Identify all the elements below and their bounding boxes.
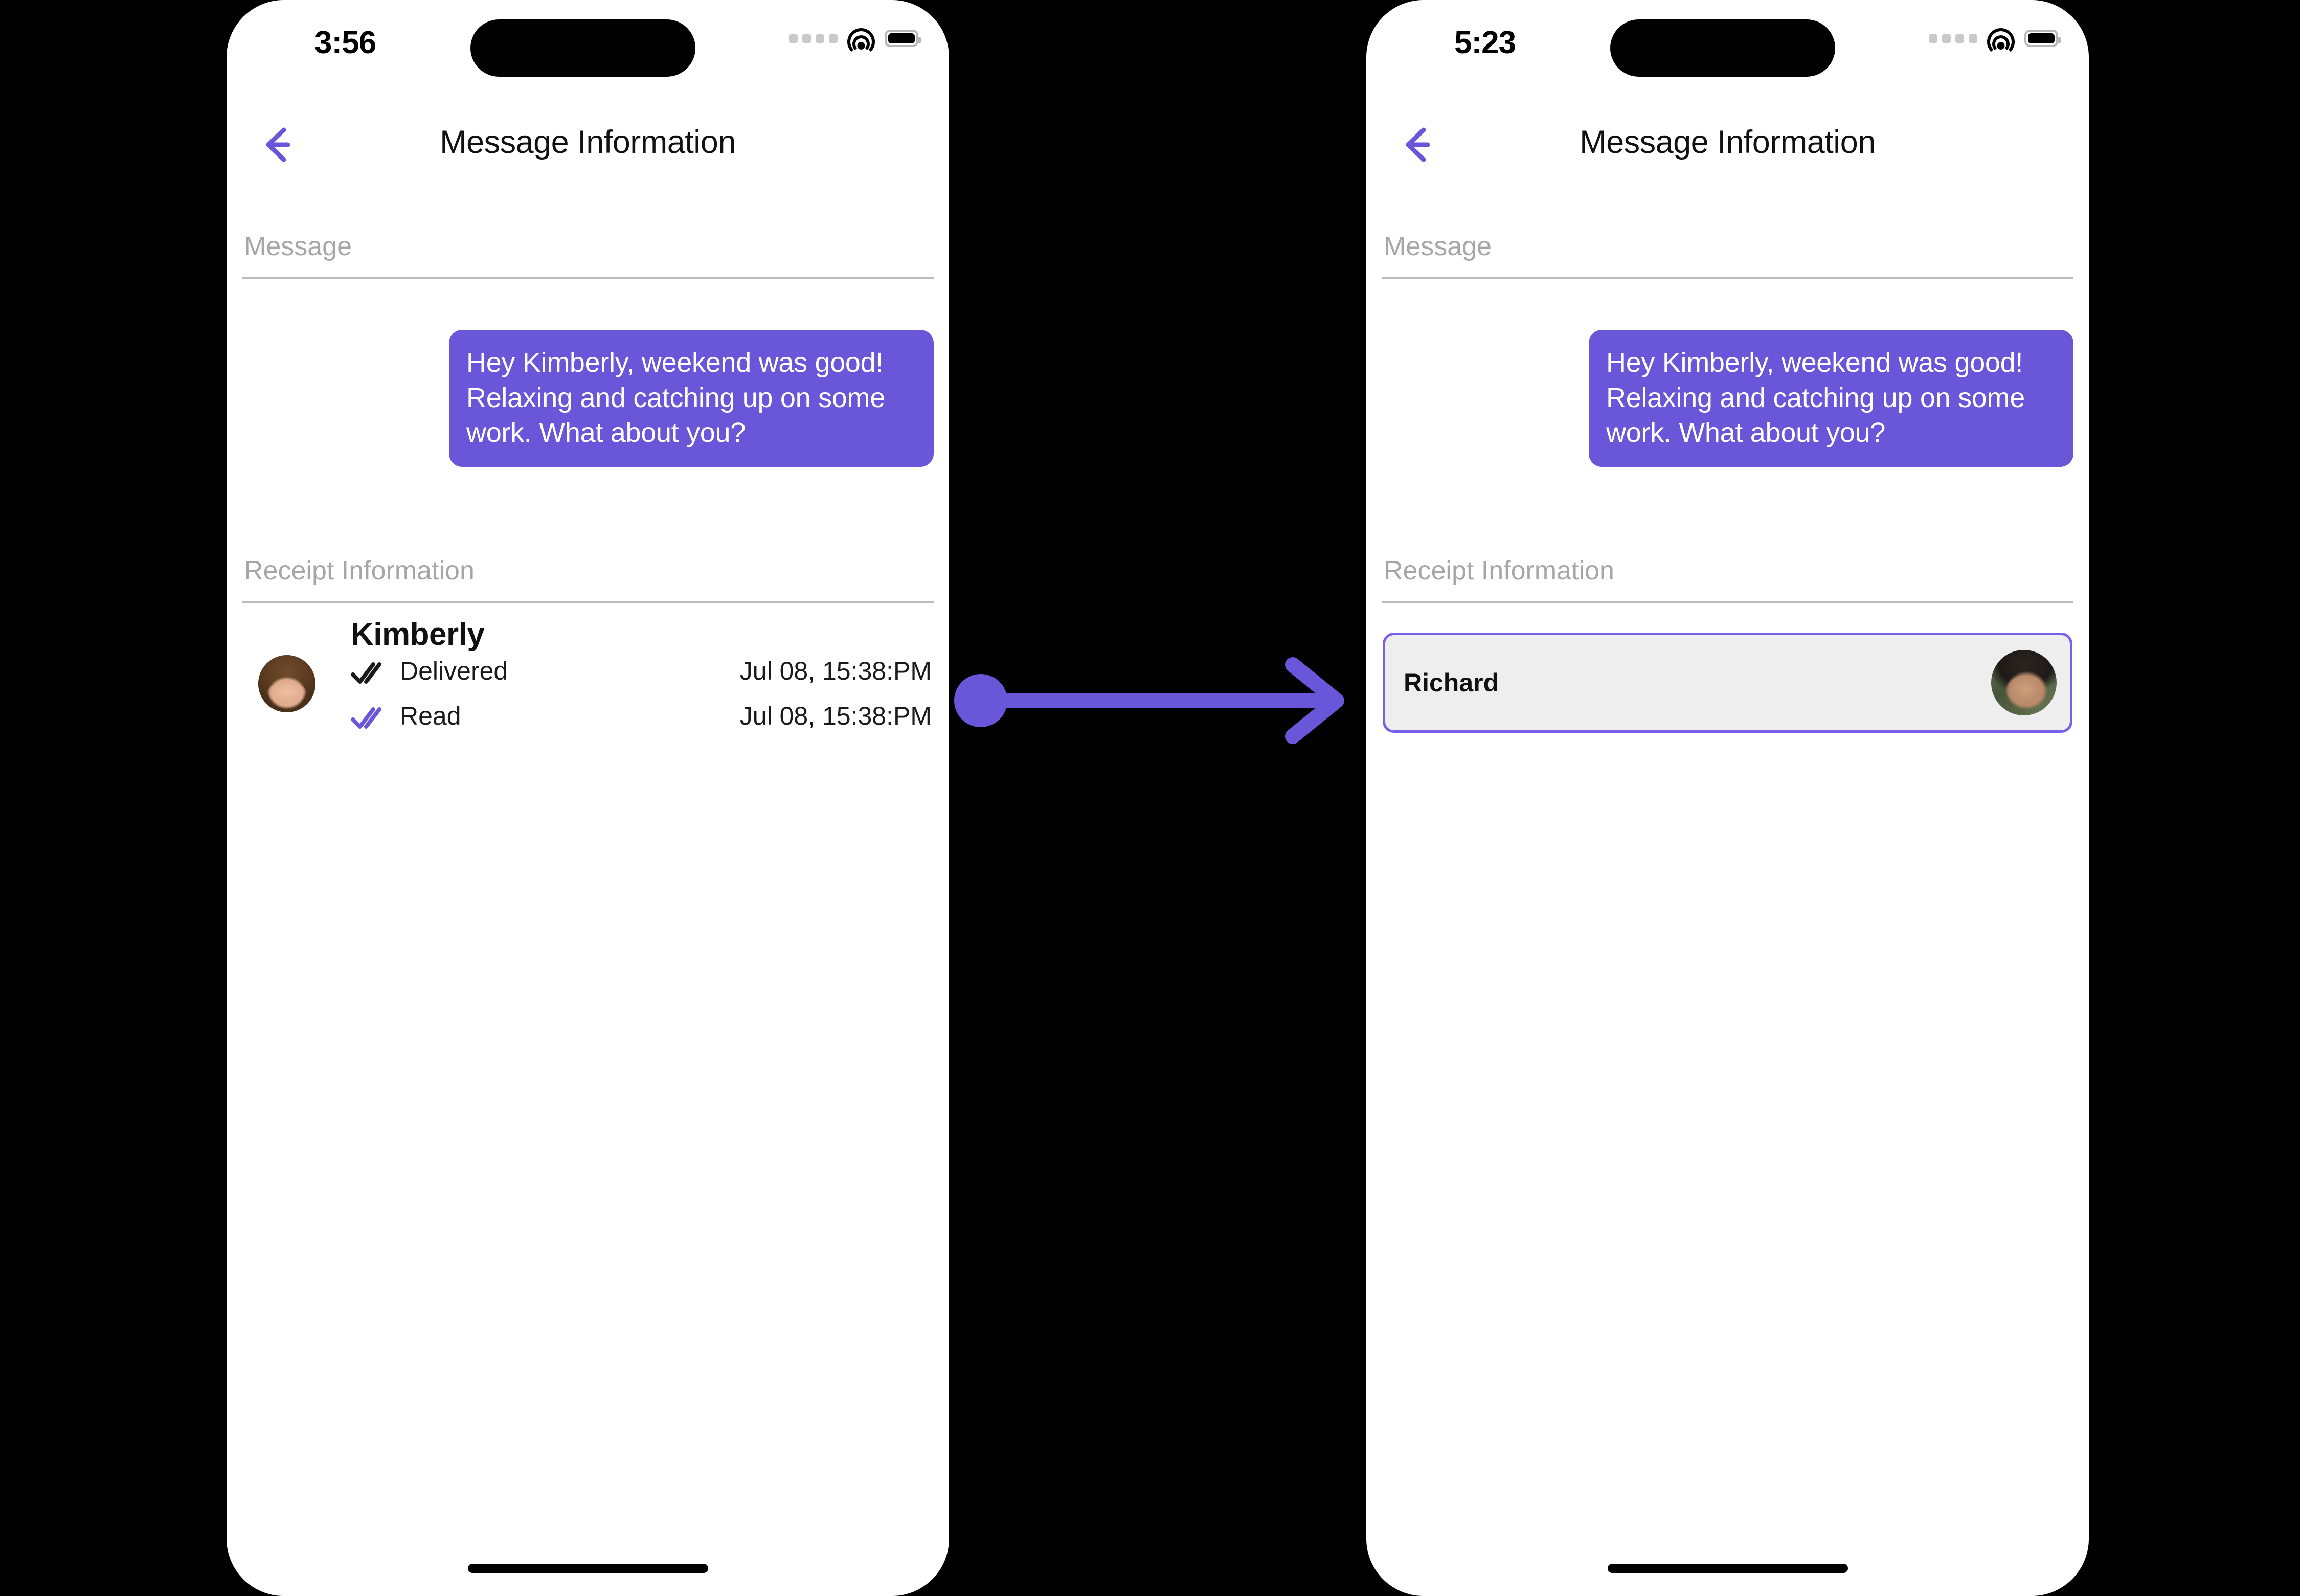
battery-full-icon bbox=[885, 30, 921, 47]
message-section-label: Message bbox=[1384, 232, 1492, 261]
double-check-icon bbox=[351, 659, 388, 686]
receipt-timestamp: Jul 08, 15:38:PM bbox=[739, 657, 932, 685]
dynamic-island bbox=[1610, 19, 1835, 77]
divider bbox=[242, 277, 934, 279]
wifi-icon bbox=[847, 28, 875, 56]
message-section-header: Message bbox=[1382, 231, 2073, 279]
receipt-status: Delivered bbox=[400, 657, 508, 685]
contact-name: Kimberly bbox=[351, 617, 485, 652]
receipt-status: Read bbox=[400, 702, 461, 730]
wifi-icon bbox=[1987, 28, 2015, 56]
status-bar-icons bbox=[789, 28, 921, 56]
message-bubble[interactable]: Hey Kimberly, weekend was good! Relaxing… bbox=[1589, 330, 2073, 467]
contact-name: Richard bbox=[1404, 668, 1499, 697]
kimberly-avatar bbox=[258, 655, 315, 712]
nav-bar: Message Information bbox=[1366, 119, 2089, 175]
message-bubble-row: Hey Kimberly, weekend was good! Relaxing… bbox=[1382, 330, 2073, 467]
receipt-list: Kimberly Delivered Jul 08, 15:38:PM bbox=[242, 616, 934, 800]
receipt-section-header: Receipt Information bbox=[242, 555, 934, 603]
receipt-section-label: Receipt Information bbox=[1384, 556, 1614, 586]
phone-screen-left: 3:56 Message Information Message bbox=[227, 0, 949, 1596]
home-indicator bbox=[1607, 1564, 1848, 1573]
message-bubble-row: Hey Kimberly, weekend was good! Relaxing… bbox=[242, 330, 934, 467]
receipt-row-read: Read Jul 08, 15:38:PM bbox=[351, 701, 934, 746]
receipt-timestamp: Jul 08, 15:38:PM bbox=[739, 702, 932, 730]
home-indicator bbox=[467, 1564, 708, 1573]
message-section-label: Message bbox=[244, 232, 352, 261]
cellular-dots-icon bbox=[789, 34, 838, 43]
back-arrow-icon[interactable] bbox=[1397, 122, 1443, 168]
message-section-header: Message bbox=[242, 231, 934, 279]
richard-avatar bbox=[1991, 650, 2057, 715]
back-arrow-icon[interactable] bbox=[257, 122, 303, 168]
status-bar-time: 5:23 bbox=[1454, 25, 1516, 60]
double-check-icon bbox=[351, 704, 388, 731]
divider bbox=[242, 601, 934, 603]
flow-arrow-icon bbox=[949, 649, 1368, 752]
nav-bar: Message Information bbox=[227, 119, 949, 175]
dynamic-island bbox=[470, 19, 695, 77]
contact-card-richard[interactable]: Richard bbox=[1383, 633, 2072, 733]
status-bar-icons bbox=[1929, 28, 2061, 56]
page-title: Message Information bbox=[440, 124, 736, 160]
message-bubble[interactable]: Hey Kimberly, weekend was good! Relaxing… bbox=[449, 330, 934, 467]
page-title: Message Information bbox=[1580, 124, 1876, 160]
receipt-rows: Delivered Jul 08, 15:38:PM Read Jul 08, … bbox=[351, 656, 934, 746]
status-bar: 3:56 bbox=[227, 0, 949, 77]
receipt-section-header: Receipt Information bbox=[1382, 555, 2073, 603]
status-bar-time: 3:56 bbox=[314, 25, 376, 60]
receipt-row-delivered: Delivered Jul 08, 15:38:PM bbox=[351, 656, 934, 701]
status-bar: 5:23 bbox=[1366, 0, 2089, 77]
divider bbox=[1382, 601, 2073, 603]
divider bbox=[1382, 277, 2073, 279]
phone-screen-right: 5:23 Message Information Message bbox=[1366, 0, 2089, 1596]
battery-full-icon bbox=[2024, 30, 2061, 47]
receipt-section-label: Receipt Information bbox=[244, 556, 475, 586]
cellular-dots-icon bbox=[1929, 34, 1977, 43]
